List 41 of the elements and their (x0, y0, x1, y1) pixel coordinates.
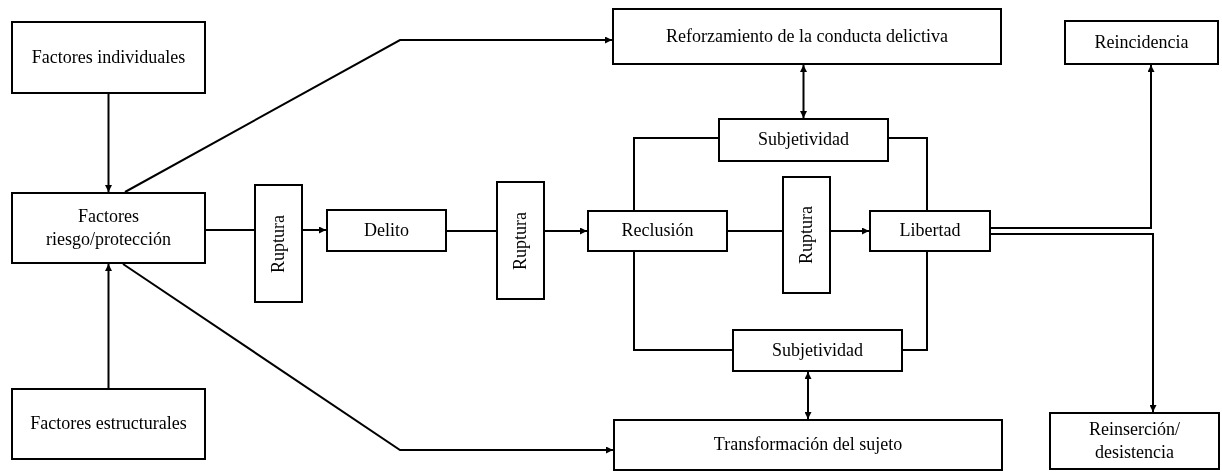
rotated-box (254, 184, 303, 303)
box-label: Transformación del sujeto (712, 433, 904, 457)
box-label: Factores riesgo/protección (45, 204, 172, 251)
process-box (718, 118, 889, 162)
arrow (105, 93, 112, 193)
arrow (124, 36, 613, 193)
box-label: Subjetividad (771, 338, 864, 362)
process-box (732, 329, 903, 372)
process-box (587, 210, 728, 252)
arrow (302, 226, 327, 234)
rotated-box (782, 176, 831, 294)
arrow (122, 263, 614, 454)
process-box (11, 388, 206, 460)
box-label: Reforzamiento de la conducta delictiva (665, 24, 949, 48)
box-label: Delito (363, 218, 410, 242)
box-label: Reclusión (620, 219, 695, 243)
arrow (990, 233, 1157, 413)
process-box (612, 8, 1002, 65)
box-label: Ruptura (794, 206, 817, 264)
box-label: Subjetividad (757, 128, 850, 152)
arrow (800, 64, 807, 119)
arrow (990, 64, 1155, 229)
box-label: Ruptura (266, 214, 289, 273)
box-label: Libertad (898, 219, 962, 243)
process-box (326, 209, 447, 252)
process-box (869, 210, 991, 252)
box-label: Reinserción/ desistencia (1088, 417, 1181, 464)
process-box (11, 21, 206, 94)
rotated-box (496, 181, 545, 300)
process-box (1049, 412, 1220, 470)
arrow (105, 263, 112, 389)
process-box (613, 419, 1003, 471)
arrow (830, 227, 870, 235)
box-label: Factores estructurales (29, 412, 188, 436)
process-box (11, 192, 206, 264)
arrow (804, 371, 812, 420)
process-box (1064, 20, 1219, 65)
box-label: Reincidencia (1093, 30, 1190, 54)
box-label: Factores individuales (30, 45, 187, 69)
box-label: Ruptura (508, 211, 531, 270)
arrow (544, 227, 588, 235)
